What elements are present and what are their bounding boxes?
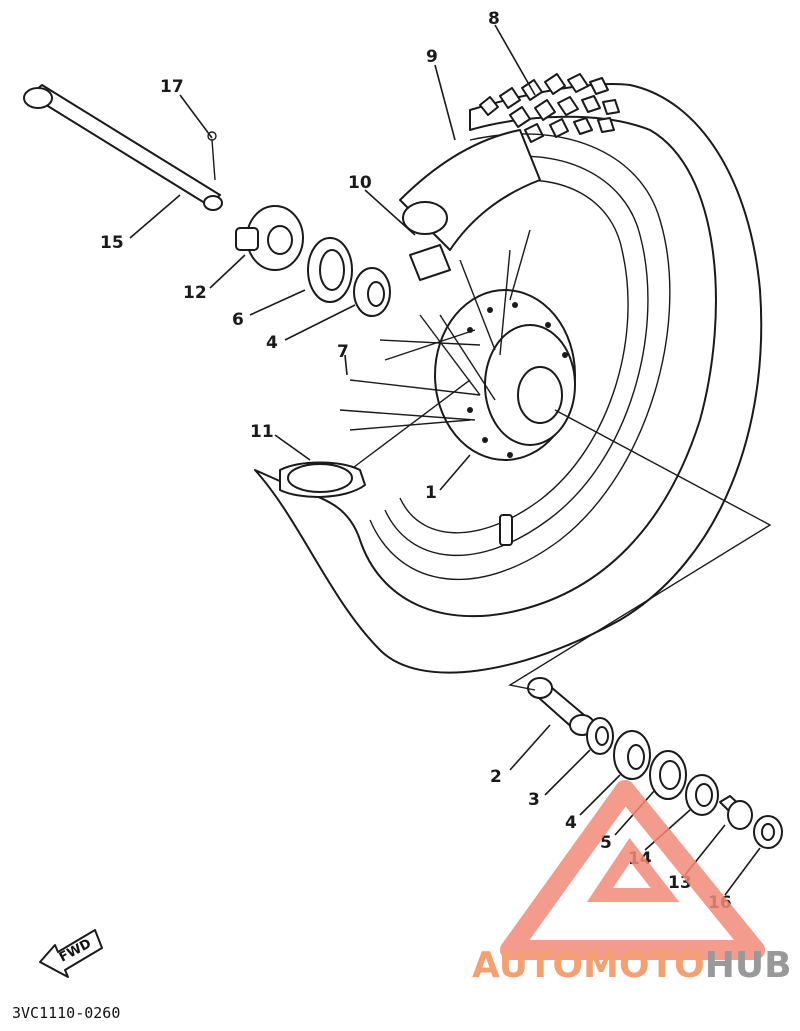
part-label-4-lower: 4 bbox=[565, 813, 577, 833]
bearing-lower bbox=[613, 730, 651, 780]
leader-lines bbox=[129, 24, 761, 896]
tire-tread bbox=[479, 73, 620, 143]
part-label-9: 9 bbox=[426, 47, 438, 67]
part-label-2: 2 bbox=[490, 767, 502, 787]
rim bbox=[369, 133, 671, 580]
axle bbox=[23, 84, 223, 211]
hub-assembly bbox=[339, 229, 576, 471]
tire bbox=[254, 73, 763, 674]
collar-14 bbox=[685, 774, 719, 816]
part-label-4-upper: 4 bbox=[266, 333, 278, 353]
oil-seal-lower bbox=[649, 750, 687, 800]
watermark-logo-icon bbox=[500, 780, 765, 960]
speedometer-gear-unit bbox=[235, 205, 304, 271]
cotter-pin bbox=[207, 131, 217, 181]
washer bbox=[586, 717, 614, 755]
part-label-17: 17 bbox=[160, 77, 184, 97]
lower-exploded-parts bbox=[527, 677, 783, 849]
fwd-arrow-icon: FWD bbox=[39, 929, 103, 978]
watermark-part2: HUB bbox=[705, 945, 792, 986]
part-label-15: 15 bbox=[100, 233, 124, 253]
part-label-6: 6 bbox=[232, 310, 244, 330]
spokes bbox=[339, 229, 531, 471]
part-label-1: 1 bbox=[425, 483, 437, 503]
tire-lower-section bbox=[279, 461, 366, 498]
part-label-3: 3 bbox=[528, 790, 540, 810]
bearing-upper bbox=[353, 267, 391, 317]
oil-seal-upper bbox=[307, 237, 353, 303]
part-label-12: 12 bbox=[183, 283, 207, 303]
part-label-8: 8 bbox=[488, 9, 500, 29]
valve bbox=[499, 514, 513, 546]
part-label-10: 10 bbox=[348, 173, 372, 193]
explosion-lines bbox=[508, 409, 772, 691]
rim-band bbox=[409, 244, 451, 281]
diagram-code: 3VC1110-0260 bbox=[12, 1004, 120, 1022]
part-label-11: 11 bbox=[250, 422, 274, 442]
spacer-collar bbox=[527, 677, 595, 736]
part-label-5: 5 bbox=[600, 833, 612, 853]
axle-nut bbox=[753, 815, 783, 849]
part-label-7: 7 bbox=[337, 342, 349, 362]
tube bbox=[399, 129, 541, 251]
watermark-part1: AUTOMOTO bbox=[472, 945, 705, 986]
watermark-text: AUTOMOTOHUB bbox=[472, 945, 792, 986]
spacer-13 bbox=[719, 795, 753, 830]
